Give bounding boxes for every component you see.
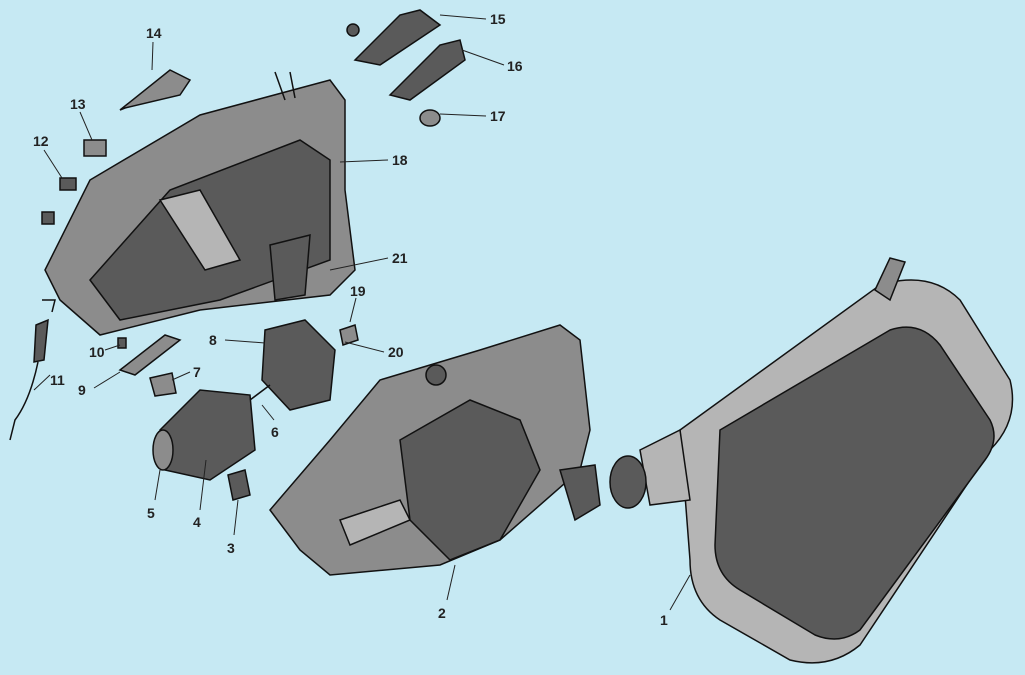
part-label-20: 20 [388, 344, 404, 360]
part-label-8: 8 [209, 332, 217, 348]
part-label-11: 11 [50, 372, 65, 388]
part-label-5: 5 [147, 505, 155, 521]
part-6-shaft [249, 384, 271, 401]
part-11-cable [33, 318, 49, 363]
part-label-2: 2 [438, 605, 446, 621]
part-4-motor [159, 389, 256, 481]
part-label-19: 19 [350, 283, 366, 299]
part-label-16: 16 [507, 58, 523, 74]
part-label-3: 3 [227, 540, 235, 556]
part-label-6: 6 [271, 424, 279, 440]
part-label-17: 17 [490, 108, 506, 124]
part-label-9: 9 [78, 382, 86, 398]
part-label-4: 4 [193, 514, 201, 530]
part-label-15: 15 [490, 11, 506, 27]
part-18-upper-housing [44, 71, 356, 336]
part-7 [149, 372, 177, 397]
part-19 [339, 324, 359, 346]
part-label-1: 1 [660, 612, 668, 628]
leader-lines [33, 14, 691, 611]
part-12 [59, 177, 77, 191]
part-label-14: 14 [146, 25, 162, 41]
small-parts [9, 9, 466, 501]
part-13 [83, 139, 107, 157]
part-2-housing [269, 324, 601, 576]
part-label-7: 7 [193, 364, 201, 380]
part-label-13: 13 [70, 96, 86, 112]
part-9 [118, 334, 182, 376]
part-14 [119, 69, 192, 111]
part-8 [261, 319, 336, 411]
part-17 [419, 109, 441, 127]
part-label-18: 18 [392, 152, 408, 168]
part-label-10: 10 [89, 344, 105, 360]
part-3 [227, 469, 251, 501]
part-15 [353, 9, 442, 66]
part-label-21: 21 [392, 250, 408, 266]
part-label-12: 12 [33, 133, 49, 149]
part-1-collection-bag [609, 257, 1014, 664]
part-5 [152, 429, 174, 471]
